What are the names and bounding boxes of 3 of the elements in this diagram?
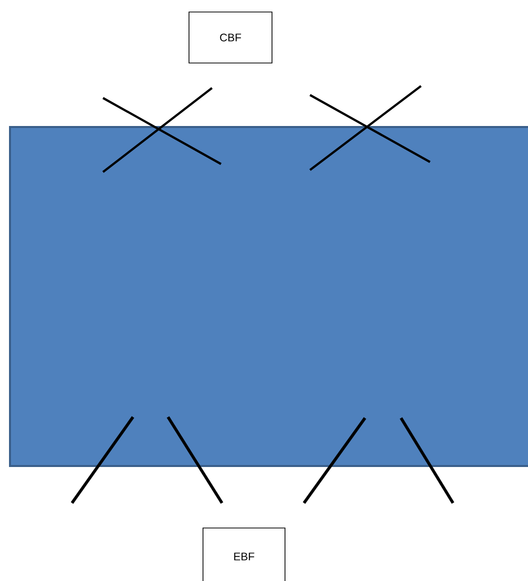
label-box: EBF [202, 528, 286, 581]
label-box: CBF [188, 12, 272, 64]
rectangle [9, 126, 528, 467]
